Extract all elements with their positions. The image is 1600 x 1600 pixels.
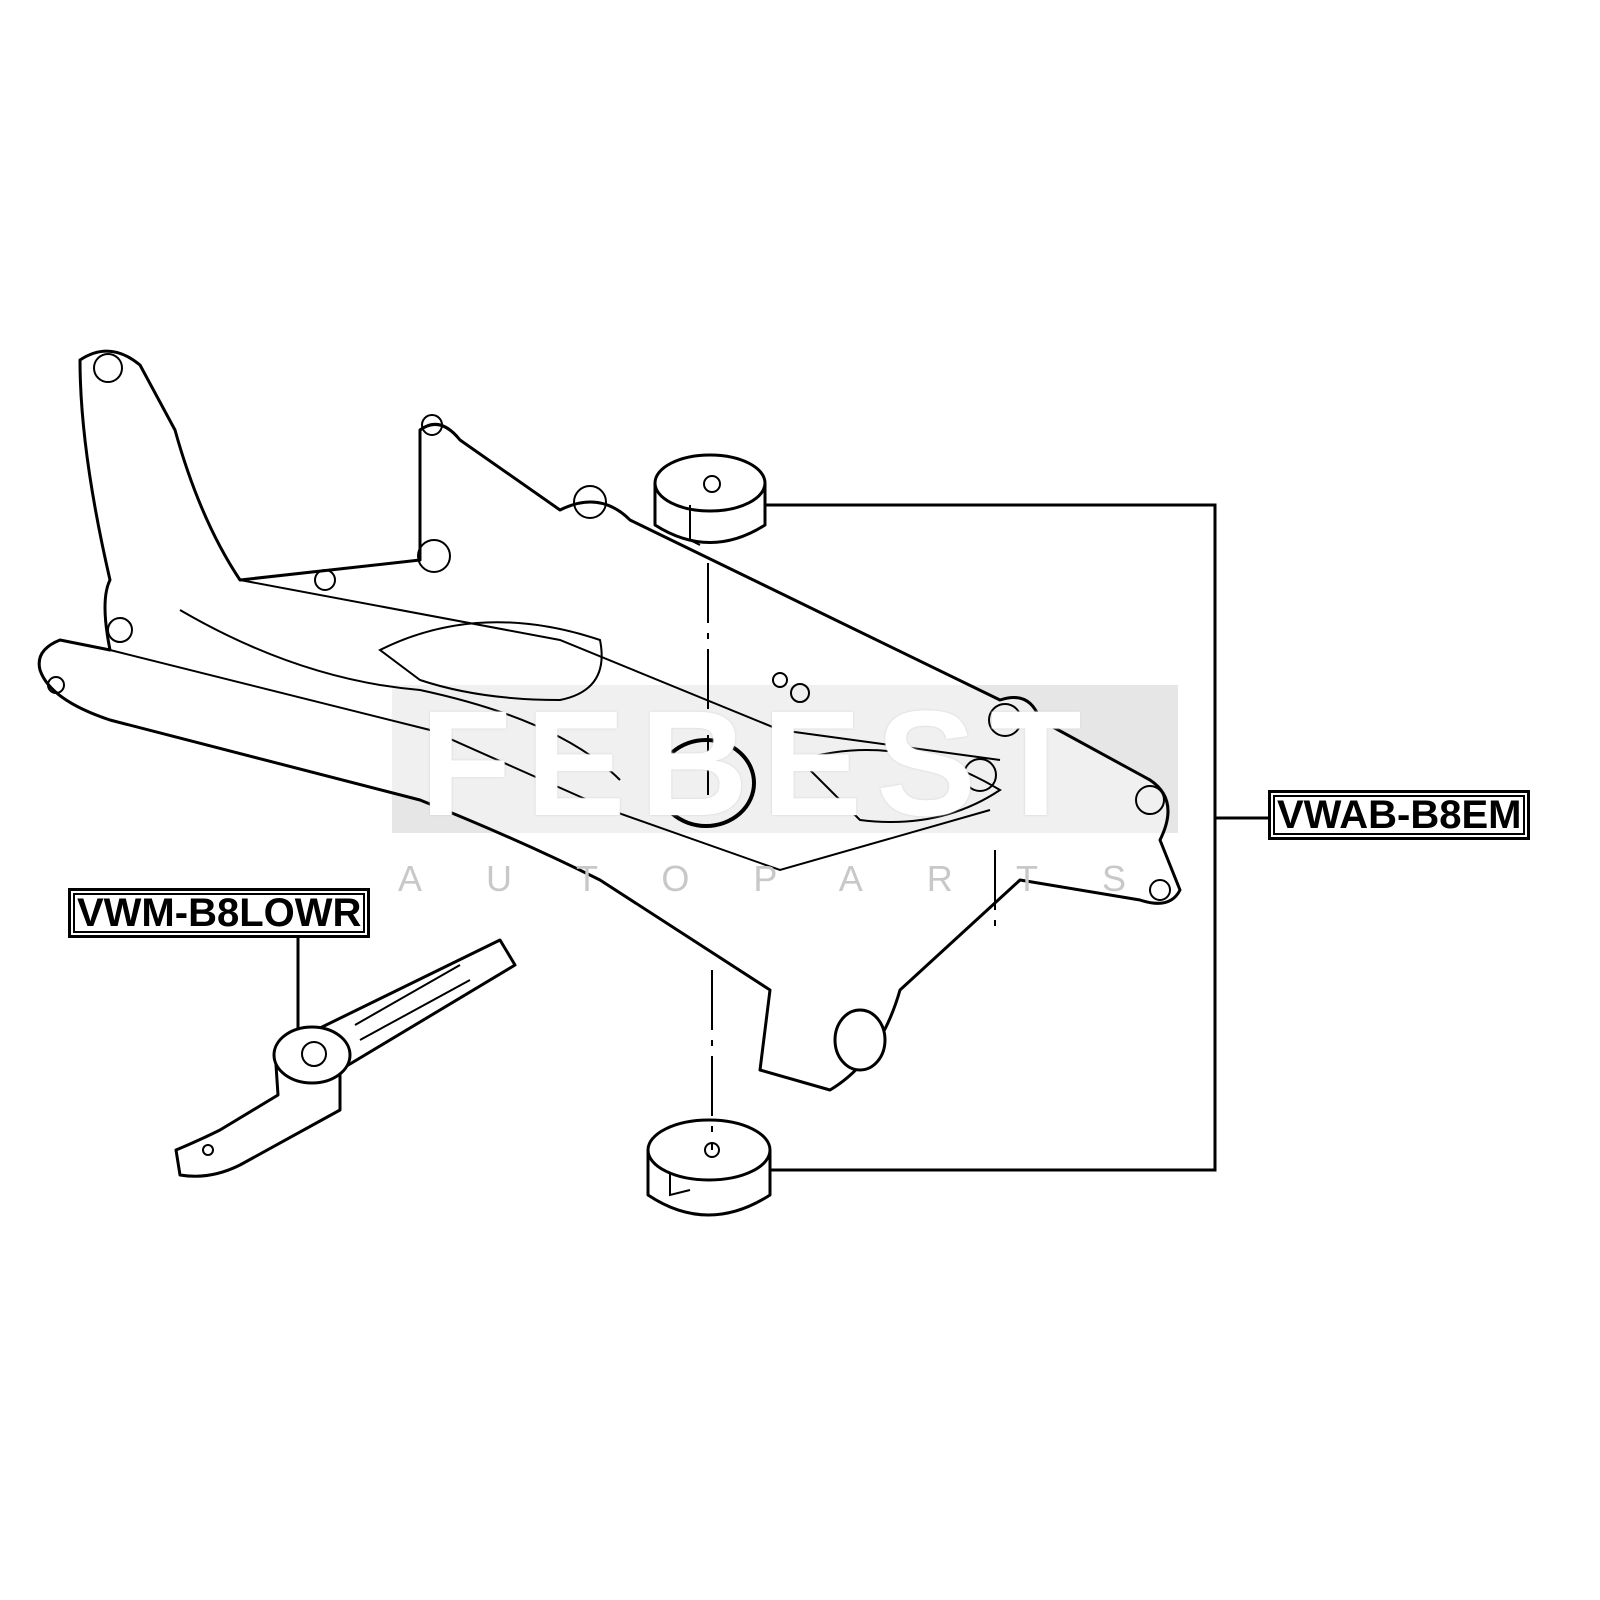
watermark-background [392, 685, 1178, 833]
bushing-upper [653, 453, 767, 546]
leader-line-vwab [765, 503, 1268, 1172]
torque-rod-mount [174, 938, 517, 1178]
bushing-lower [646, 1118, 772, 1217]
part-label-vwm-b8lowr[interactable]: VWM-B8LOWR [68, 888, 371, 938]
center-ring [656, 738, 756, 828]
rear-subframe [37, 349, 1182, 1092]
part-label-vwab-b8em[interactable]: VWAB-B8EM [1268, 790, 1531, 840]
